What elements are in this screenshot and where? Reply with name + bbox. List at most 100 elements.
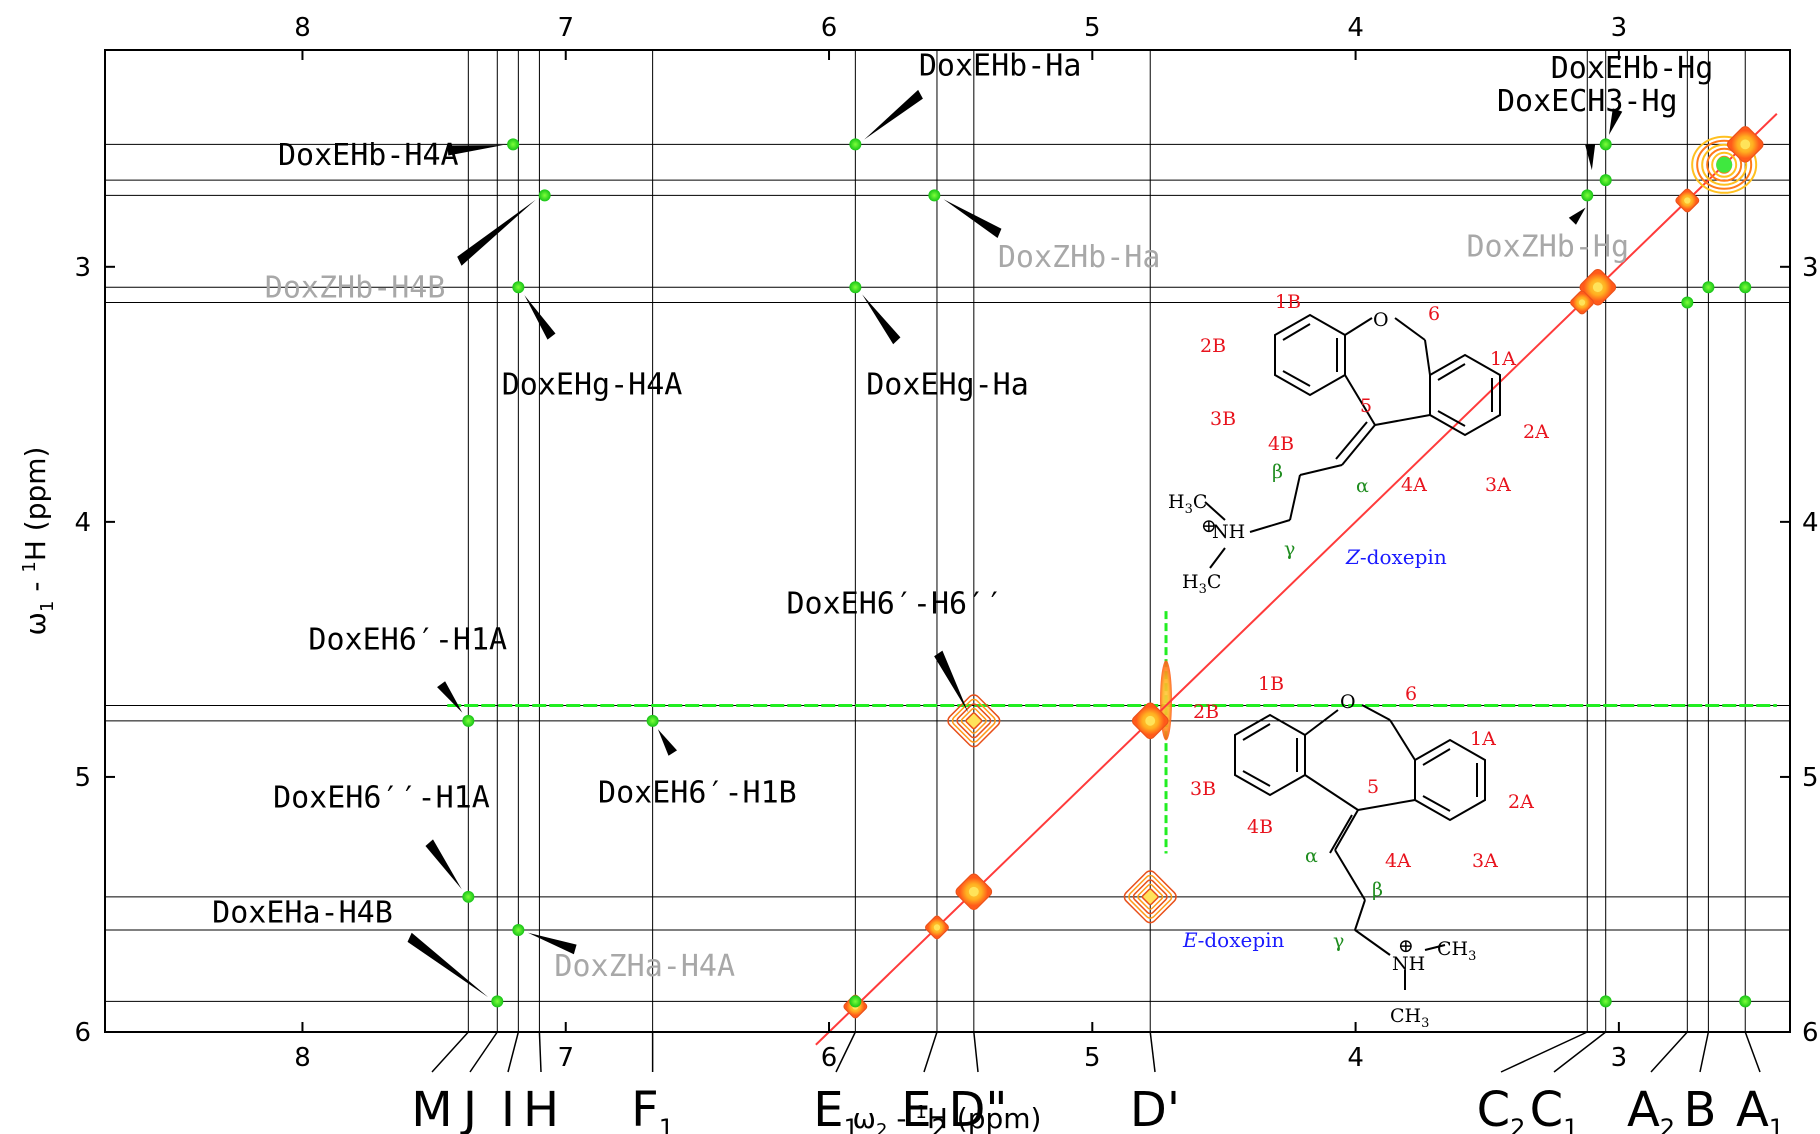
z-atom-2b: 2B <box>1200 335 1226 357</box>
annotation-pointer-8 <box>862 294 901 345</box>
cross-peak-11 <box>1739 281 1752 294</box>
diagonal-peak-6 <box>955 873 993 910</box>
guide-leader-10 <box>1553 1031 1607 1073</box>
peaks <box>462 126 1764 1019</box>
e-atom-4b: 4B <box>1247 816 1273 838</box>
diagonal-line <box>815 113 1778 1046</box>
diagonal-peak-center-0 <box>1716 156 1733 173</box>
x-tick-label-top-0: 8 <box>294 13 311 43</box>
offdiagonal-contour-ring-1-0 <box>947 694 1001 748</box>
e-atom-1b: 1B <box>1258 673 1284 695</box>
z-atom-4b: 4B <box>1268 433 1294 455</box>
x-axis-title: ω2 - 1H (ppm) <box>853 1102 1042 1134</box>
z-atom-2a: 2A <box>1523 421 1549 443</box>
y-axis-title: ω1 - 1H (ppm) <box>19 447 58 636</box>
cross-peak-2 <box>507 138 520 151</box>
x-tick-label-bottom-2: 6 <box>821 1043 838 1073</box>
offdiagonal-contour-ring-1-2 <box>956 703 992 739</box>
cross-peak-6 <box>928 189 941 202</box>
z-oxygen-label: O <box>1373 309 1389 331</box>
offdiagonal-contour-ring-0-1 <box>1128 874 1173 919</box>
annotation-label-3: DoxECH3-Hg <box>1497 84 1678 119</box>
guide-letter-5: E1 <box>813 1082 859 1134</box>
diagonal-peak-4 <box>1570 290 1594 315</box>
cross-peak-7 <box>849 281 862 294</box>
offdiagonal-contour-ring-1-1 <box>951 698 996 743</box>
annotation-label-0: DoxEHb-Ha <box>919 49 1082 84</box>
guide-leader-3 <box>538 1031 542 1073</box>
z-atom-1a: 1A <box>1490 348 1516 370</box>
plot-frame <box>104 49 1791 1033</box>
y-tick-label-right-2: 5 <box>1802 763 1819 793</box>
cross-peak-20 <box>1599 995 1612 1008</box>
z-atom-6: 6 <box>1428 303 1440 325</box>
guide-letter-3: H <box>523 1082 559 1134</box>
guide-leader-2 <box>507 1031 520 1073</box>
annotation-label-7: DoxEHg-H4A <box>502 367 683 402</box>
diagonal-peak-0 <box>1691 135 1758 194</box>
e-doxepin-caption: E-doxepin <box>1182 928 1285 952</box>
z-methyl-top: H3C <box>1168 491 1207 517</box>
z-atom-1b: 1B <box>1275 291 1301 313</box>
diagonal-peak-2 <box>1675 188 1700 213</box>
diagonal-peak-contour-0-1 <box>1696 139 1753 190</box>
annotation-label-6: DoxZHb-H4B <box>265 270 446 305</box>
guide-letter-2: I <box>501 1082 515 1134</box>
x-tick-label-bottom-5: 3 <box>1611 1043 1628 1073</box>
annotation-label-14: DoxZHa-H4A <box>554 949 735 984</box>
diagonal-peak-core-4 <box>1578 299 1586 306</box>
diagonal-peak-core-3 <box>1592 282 1603 293</box>
e-chain-beta: β <box>1372 879 1383 901</box>
e-atom-2a: 2A <box>1508 791 1534 813</box>
guide-letter-7: D" <box>948 1082 1007 1134</box>
diagonal-peak-contour-0-2 <box>1701 143 1748 186</box>
annotation-pointer-13 <box>407 932 489 998</box>
x-tick-label-top-5: 3 <box>1611 13 1628 43</box>
annotation-label-9: DoxEH6′-H1A <box>308 622 507 657</box>
annotation-pointer-0 <box>864 89 923 140</box>
annotation-pointer-3 <box>1585 144 1596 171</box>
cross-peak-21 <box>1739 995 1752 1008</box>
z-plus-sign: ⊕ <box>1201 515 1217 537</box>
z-methyl-bot: H3C <box>1182 571 1221 597</box>
annotations: DoxEHb-HaDoxEHb-H4ADoxEHb-HgDoxECH3-HgDo… <box>212 49 1713 998</box>
offdiagonal-contour-ring-1-4 <box>965 712 983 730</box>
z-atom-3b: 3B <box>1210 408 1236 430</box>
e-atom-2b: 2B <box>1193 701 1219 723</box>
z-doxepin-caption: Z-doxepin <box>1345 545 1447 569</box>
cross-peak-17 <box>491 995 504 1008</box>
guide-leader-12 <box>1699 1031 1710 1073</box>
diagonal-peak-contour-0-3 <box>1706 147 1743 182</box>
x-tick-label-top-4: 4 <box>1347 13 1364 43</box>
offdiagonal-contour-ring-0-4 <box>1141 888 1159 906</box>
annotation-label-13: DoxEHa-H4B <box>212 895 393 930</box>
diagonal-peak-core-6 <box>968 886 979 897</box>
x-tick-label-top-1: 7 <box>557 13 574 43</box>
e-nh-label: NH <box>1392 953 1425 975</box>
z-atom-3a: 3A <box>1485 474 1511 496</box>
x-tick-label-bottom-0: 8 <box>294 1043 311 1073</box>
annotation-pointer-9 <box>437 681 463 713</box>
y-tick-label-left-0: 3 <box>74 253 91 283</box>
z-chain-gamma: γ <box>1284 538 1295 560</box>
cross-peak-15 <box>646 714 659 727</box>
guide-letter-12: B <box>1684 1082 1717 1134</box>
diagonal-peak-core-5 <box>1145 715 1156 726</box>
annotation-pointer-2 <box>1608 108 1623 135</box>
diagonal-trace <box>815 113 1778 1046</box>
y-tick-label-left-1: 4 <box>74 508 91 538</box>
guide-lines <box>105 50 1790 1032</box>
annotation-label-4: DoxZHb-Hg <box>1467 230 1630 265</box>
e-chain-alpha: α <box>1305 845 1318 867</box>
z-doxepin-structure: O 1B 2B 3B 4B 6 1A 2A 3A 4A 5 α β γ H3C … <box>1168 291 1549 597</box>
e-atom-3b: 3B <box>1190 778 1216 800</box>
x-tick-label-top-2: 6 <box>821 13 838 43</box>
guide-leader-6 <box>923 1031 938 1073</box>
guide-leader-1 <box>469 1031 498 1073</box>
z-atom-5: 5 <box>1360 395 1372 417</box>
offdiagonal-contour-ring-0-3 <box>1137 883 1164 910</box>
offdiagonal-contour-ring-0-0 <box>1123 870 1177 924</box>
offdiagonal-contour-ring-0-2 <box>1132 879 1168 915</box>
